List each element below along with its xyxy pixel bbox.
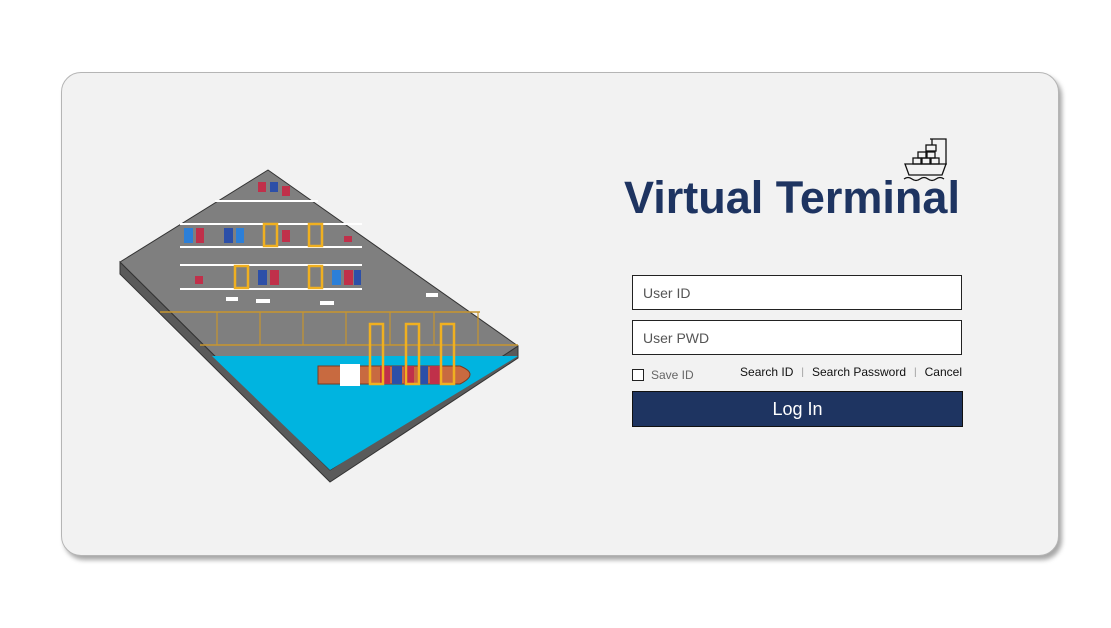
search-password-link[interactable]: Search Password [811, 365, 907, 379]
account-links: Search ID | Search Password | Cancel [740, 365, 962, 379]
user-pwd-field[interactable] [632, 320, 962, 355]
search-id-link[interactable]: Search ID [740, 365, 794, 379]
separator: | [801, 366, 804, 378]
user-id-field[interactable] [632, 275, 962, 310]
separator: | [914, 366, 917, 378]
app-title: Virtual Terminal [624, 172, 960, 223]
save-id-label: Save ID [651, 368, 694, 382]
containers [184, 182, 361, 285]
cargo-ship-icon [903, 138, 947, 182]
cancel-link[interactable]: Cancel [924, 365, 962, 379]
user-id-input[interactable] [633, 276, 961, 309]
checkbox-box[interactable] [632, 369, 644, 381]
user-pwd-input[interactable] [633, 321, 961, 354]
quay-cranes [368, 322, 456, 386]
login-button[interactable]: Log In [632, 391, 963, 427]
save-id-checkbox[interactable]: Save ID [632, 368, 694, 382]
yard-cranes [233, 222, 324, 290]
